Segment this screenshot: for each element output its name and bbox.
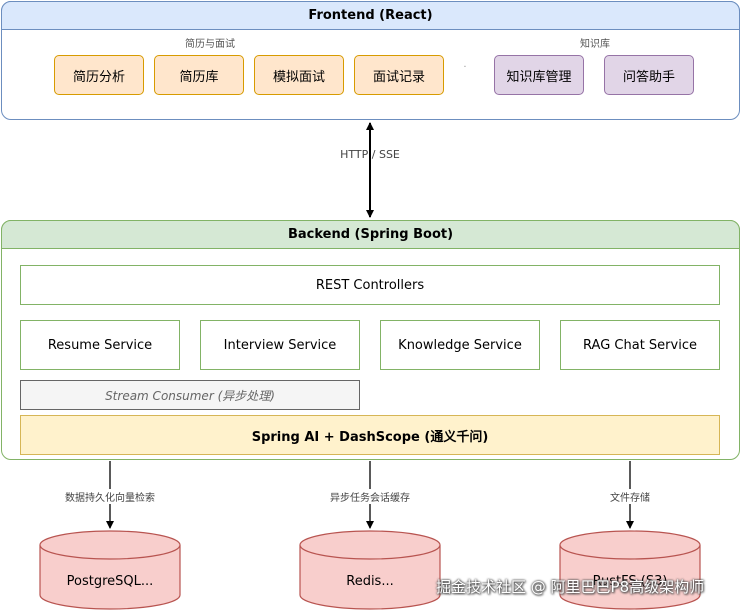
backend-title: Backend (Spring Boot) <box>1 220 740 249</box>
postgres-cylinder <box>39 530 181 610</box>
knowledge-service-node: Knowledge Service <box>380 320 540 370</box>
mock-interview-node: 模拟面试 <box>254 55 344 95</box>
rustfs-cylinder <box>559 530 701 610</box>
rustfs-label: RustFS (S3) <box>592 573 668 589</box>
redis-edge-label: 异步任务会话缓存 <box>320 489 420 504</box>
watermark: 掘金技术社区 @ 阿里巴巴P8高级架构师 <box>436 578 705 596</box>
resume-group-label: 简历与面试 <box>185 39 235 50</box>
rustfs-edge-label: 文件存储 <box>600 489 660 504</box>
stream-consumer-node: Stream Consumer (异步处理) <box>20 380 360 410</box>
interview-service-node: Interview Service <box>200 320 360 370</box>
group-separator: · <box>463 62 467 73</box>
rest-controllers-node: REST Controllers <box>20 265 720 305</box>
knowledge-management-node: 知识库管理 <box>494 55 584 95</box>
redis-label: Redis... <box>346 573 394 589</box>
knowledge-group-label: 知识库 <box>580 39 610 50</box>
postgres-label: PostgreSQL... <box>66 573 154 589</box>
spring-ai-node: Spring AI + DashScope (通义千问) <box>20 415 720 455</box>
resume-library-node: 简历库 <box>154 55 244 95</box>
redis-cylinder <box>299 530 441 610</box>
frontend-title: Frontend (React) <box>1 1 740 30</box>
interview-records-node: 面试记录 <box>354 55 444 95</box>
resume-analysis-node: 简历分析 <box>54 55 144 95</box>
rag-chat-service-node: RAG Chat Service <box>560 320 720 370</box>
postgres-edge-label: 数据持久化向量检索 <box>50 489 170 504</box>
resume-service-node: Resume Service <box>20 320 180 370</box>
qa-assistant-node: 问答助手 <box>604 55 694 95</box>
